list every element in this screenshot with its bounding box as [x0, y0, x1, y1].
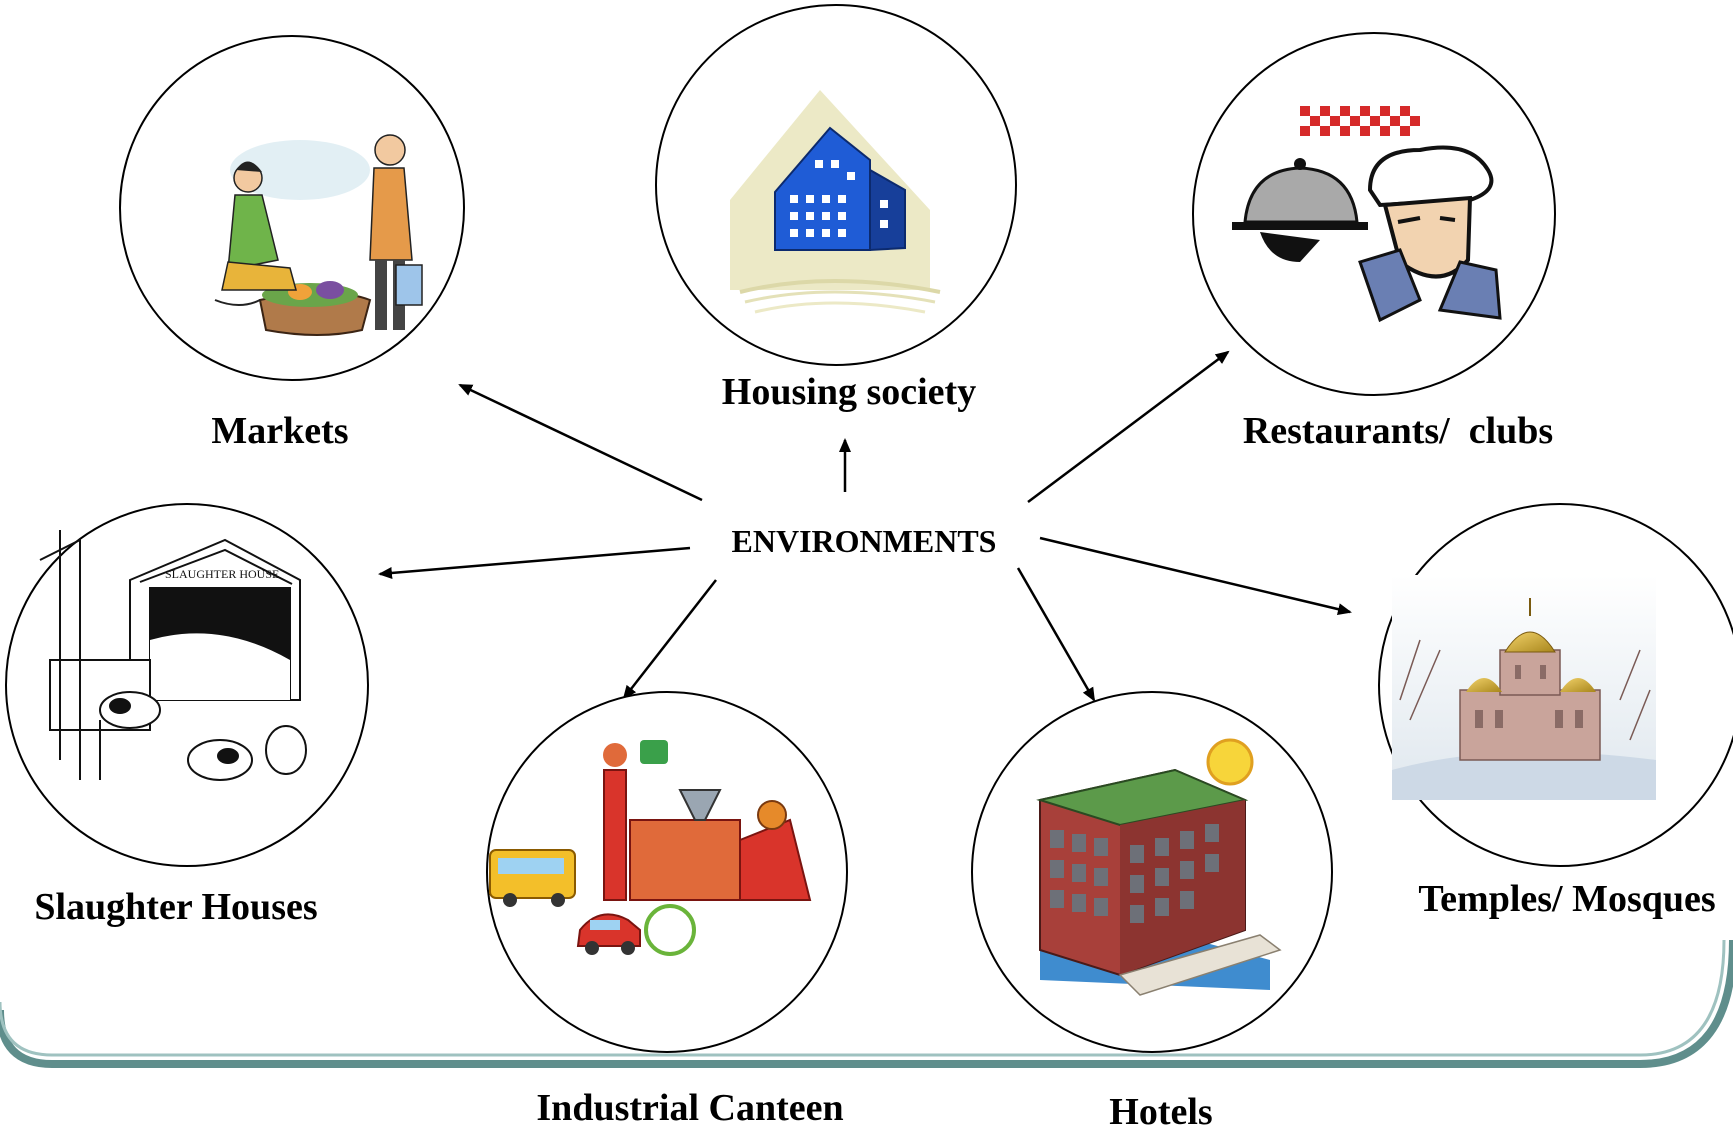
arrow-canteen: [622, 579, 717, 700]
label-restaurants: Restaurants/ clubs: [1243, 410, 1553, 452]
slide-frame-bottom-inner: [0, 939, 1726, 1057]
label-temples: Temples/ Mosques: [1418, 878, 1715, 920]
arrows: [378, 350, 1352, 702]
label-hotels: Hotels: [1109, 1091, 1212, 1128]
slaughter-house-icon: SLAUGHTER HOUSE: [39, 530, 307, 781]
building-icon: [730, 90, 941, 314]
label-markets: Markets: [211, 410, 348, 452]
factory-icon: [489, 740, 812, 956]
arrow-restaurants: [1027, 350, 1230, 503]
label-housing: Housing society: [722, 371, 976, 413]
svg-text:SLAUGHTER HOUSE: SLAUGHTER HOUSE: [165, 567, 279, 581]
arrow-hotels: [1016, 567, 1096, 702]
hotel-building-icon: [1036, 738, 1282, 996]
church-dome-icon: [1392, 575, 1656, 800]
center-label: ENVIRONMENTS: [732, 523, 997, 559]
label-canteen: Industrial Canteen: [536, 1087, 843, 1128]
arrow-slaughter: [378, 546, 691, 579]
arrow-markets: [458, 383, 703, 502]
slide-frame-bottom: [0, 939, 1733, 1068]
market-vendor-icon: [214, 134, 423, 336]
chef-icon: [1232, 106, 1502, 323]
label-slaughter: Slaughter Houses: [34, 886, 317, 928]
arrow-temples: [1039, 536, 1352, 616]
